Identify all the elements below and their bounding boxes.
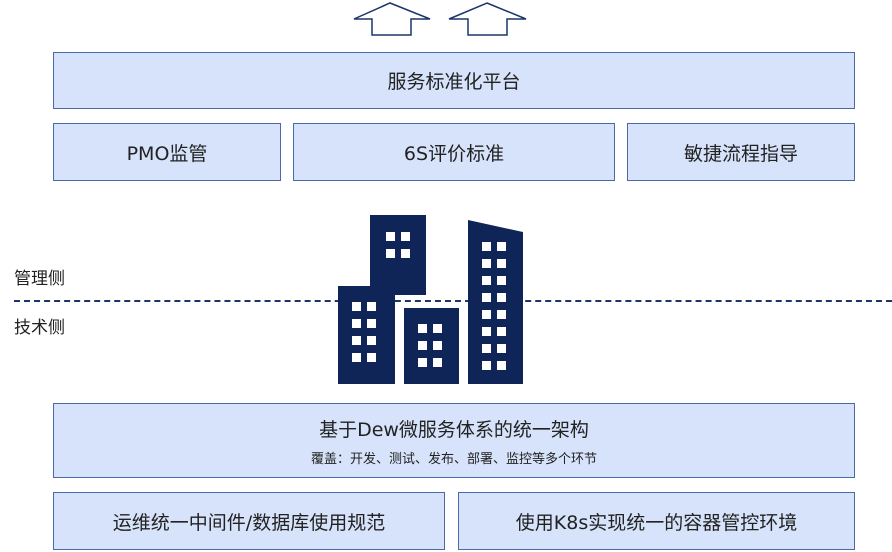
k8s-container-box: 使用K8s实现统一的容器管控环境 (458, 492, 855, 550)
6s-evaluation-box: 6S评价标准 (293, 123, 615, 181)
k8s-container-label: 使用K8s实现统一的容器管控环境 (515, 511, 798, 534)
buildings-icon (338, 215, 523, 384)
unified-architecture-box: 基于Dew微服务体系的统一架构 覆盖：开发、测试、发布、部署、监控等多个环节 (53, 403, 855, 478)
management-side-label: 管理侧 (14, 269, 65, 289)
6s-label: 6S评价标准 (403, 142, 505, 165)
platform-label: 服务标准化平台 (387, 71, 521, 93)
technical-side-label: 技术侧 (14, 318, 65, 338)
pmo-supervision-box: PMO监管 (53, 123, 281, 181)
service-standardization-platform: 服务标准化平台 (53, 52, 855, 109)
pmo-label: PMO监管 (126, 142, 208, 165)
architecture-title: 基于Dew微服务体系的统一架构 (319, 418, 589, 441)
up-arrow-icon-left (353, 2, 431, 36)
ops-middleware-box: 运维统一中间件/数据库使用规范 (53, 492, 445, 550)
agile-label: 敏捷流程指导 (683, 142, 798, 165)
up-arrow-icon-right (448, 2, 527, 36)
ops-middleware-label: 运维统一中间件/数据库使用规范 (112, 511, 386, 534)
architecture-coverage: 覆盖：开发、测试、发布、部署、监控等多个环节 (310, 451, 597, 467)
agile-process-box: 敏捷流程指导 (627, 123, 855, 181)
dashed-divider (14, 300, 892, 302)
